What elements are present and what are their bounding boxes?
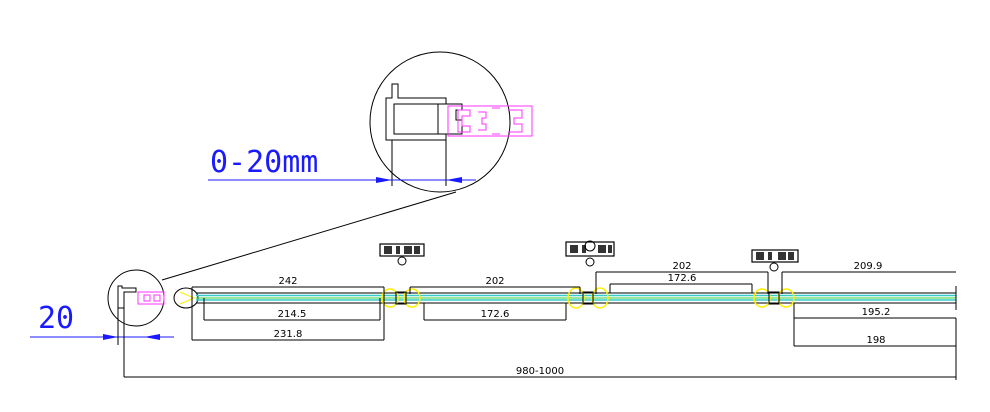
dim-panel1-inner: 214.5 — [278, 309, 307, 320]
roller-hanger-icon — [751, 249, 799, 272]
dim-panel4-inner: 195.2 — [862, 307, 891, 318]
dim-total-width: 980-1000 — [516, 366, 564, 377]
roller-hanger-icon — [379, 243, 425, 266]
dim-panel4-bottom: 198 — [866, 335, 885, 346]
dim-panel1-top: 242 — [278, 276, 297, 287]
dim-panel2-top: 202 — [485, 276, 504, 287]
roller-hanger-icon — [565, 240, 615, 267]
dim-panel3-top: 202 — [672, 261, 691, 272]
glass-track — [196, 286, 957, 310]
adjustment-callout: 0-20mm — [208, 145, 476, 183]
wall-offset-label: 20 — [38, 301, 74, 336]
detail-leader-line — [161, 191, 457, 281]
wall-offset-callout: 20 — [30, 300, 174, 345]
dim-panel2-inner: 172.6 — [481, 309, 510, 320]
wall-detail-circle — [107, 269, 199, 327]
detail-magnifier-icon — [369, 51, 533, 193]
adjustment-label: 0-20mm — [210, 145, 318, 180]
dim-panel1-bottom: 231.8 — [274, 329, 303, 340]
connector-3 — [753, 288, 795, 308]
dim-panel4-top: 209.9 — [854, 261, 883, 272]
connector-2 — [567, 287, 609, 309]
connector-1 — [381, 288, 421, 308]
dimension-lines — [123, 271, 957, 380]
dim-panel3-inner: 172.6 — [668, 273, 697, 284]
